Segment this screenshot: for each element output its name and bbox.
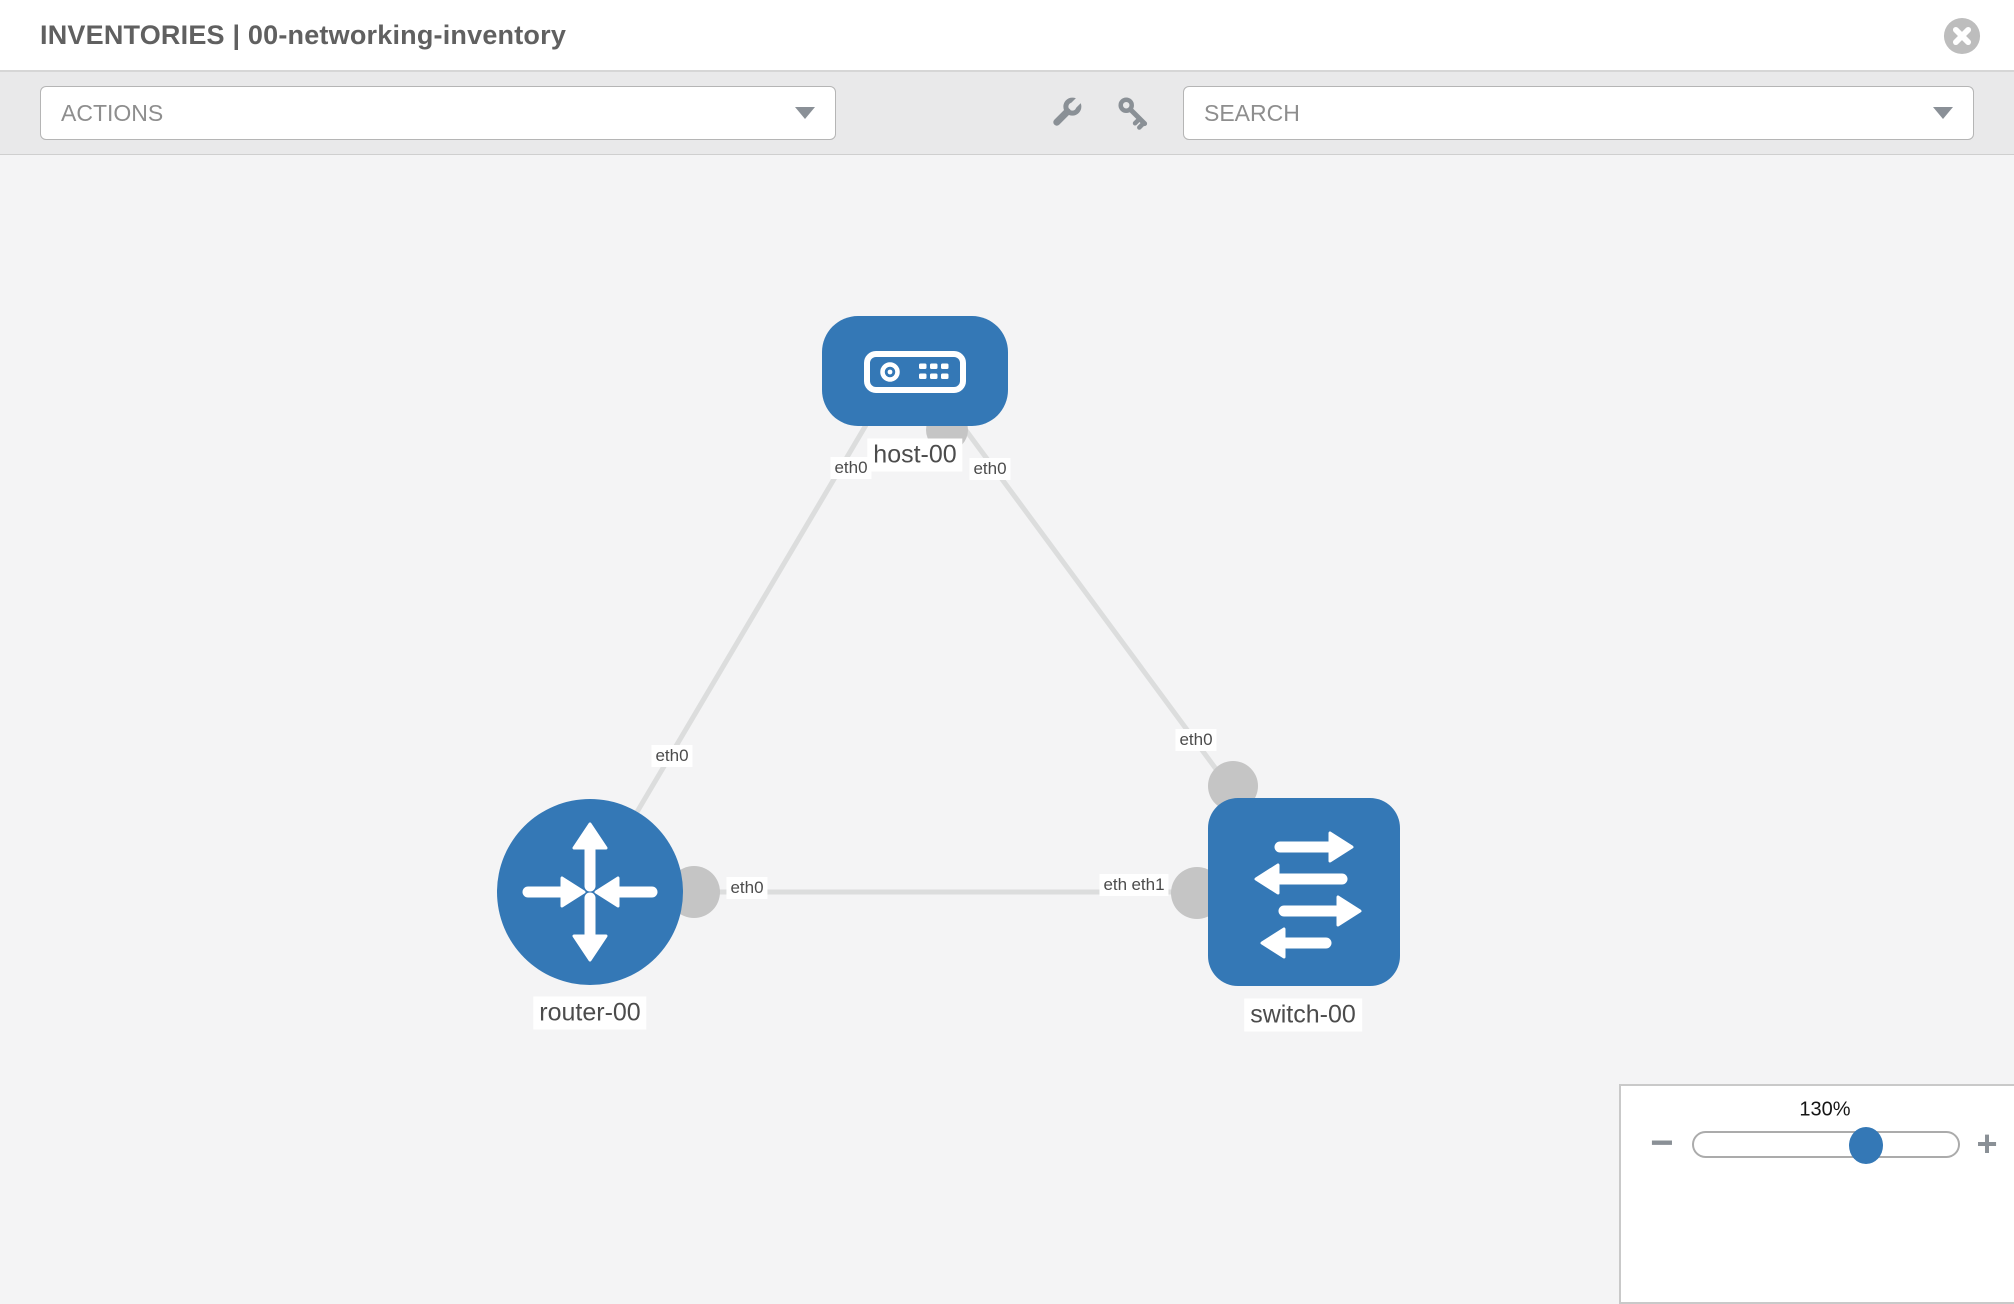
close-button[interactable] [1943,17,1981,55]
iface-label: eth0 [726,877,768,899]
zoom-in-button[interactable]: + [1976,1123,1998,1164]
link-host-switch[interactable] [959,423,1233,790]
zoom-panel: 130% − + [1619,1084,2014,1304]
node-label-router: router-00 [533,996,647,1030]
router-node-shape[interactable] [497,799,683,985]
wrench-icon [1053,97,1082,126]
zoom-out-button[interactable]: − [1650,1121,1674,1165]
iface-label: eth1 [1127,874,1169,896]
node-host[interactable] [822,316,1008,426]
node-label-host: host-00 [867,438,963,472]
actions-dropdown-label: ACTIONS [61,99,164,126]
node-label-switch: switch-00 [1244,998,1362,1032]
actions-dropdown[interactable]: ACTIONS [40,86,836,140]
chevron-down-icon [795,107,815,119]
zoom-slider-handle[interactable] [1849,1127,1883,1164]
node-switch[interactable] [1208,798,1400,986]
header: INVENTORIES | 00-networking-inventory [0,0,2014,72]
switch-node-shape[interactable] [1208,798,1400,986]
iface-label: eth0 [651,745,693,767]
router-icon [522,822,658,962]
page-title: INVENTORIES | 00-networking-inventory [40,19,567,50]
search-dropdown-label: SEARCH [1204,99,1300,126]
chevron-down-icon [1933,107,1953,119]
toolbar: ACTIONS SEARCH [0,72,2014,155]
switch-icon [1254,831,1362,959]
credentials-button[interactable] [1114,93,1154,133]
key-icon [1118,97,1148,130]
iface-label: eth0 [1175,729,1217,751]
host-icon [864,351,966,393]
iface-label: eth0 [969,458,1011,480]
zoom-slider[interactable] [1692,1127,1960,1164]
interface-dots [668,409,1258,919]
topology-canvas[interactable] [0,0,2014,1200]
iface-label: eth0 [830,457,872,479]
node-router[interactable] [497,799,683,985]
links [634,423,1233,895]
zoom-level: 130% [1799,1098,1851,1121]
search-dropdown[interactable]: SEARCH [1183,86,1974,140]
configure-button[interactable] [1046,93,1086,133]
host-node-shape[interactable] [822,316,1008,426]
